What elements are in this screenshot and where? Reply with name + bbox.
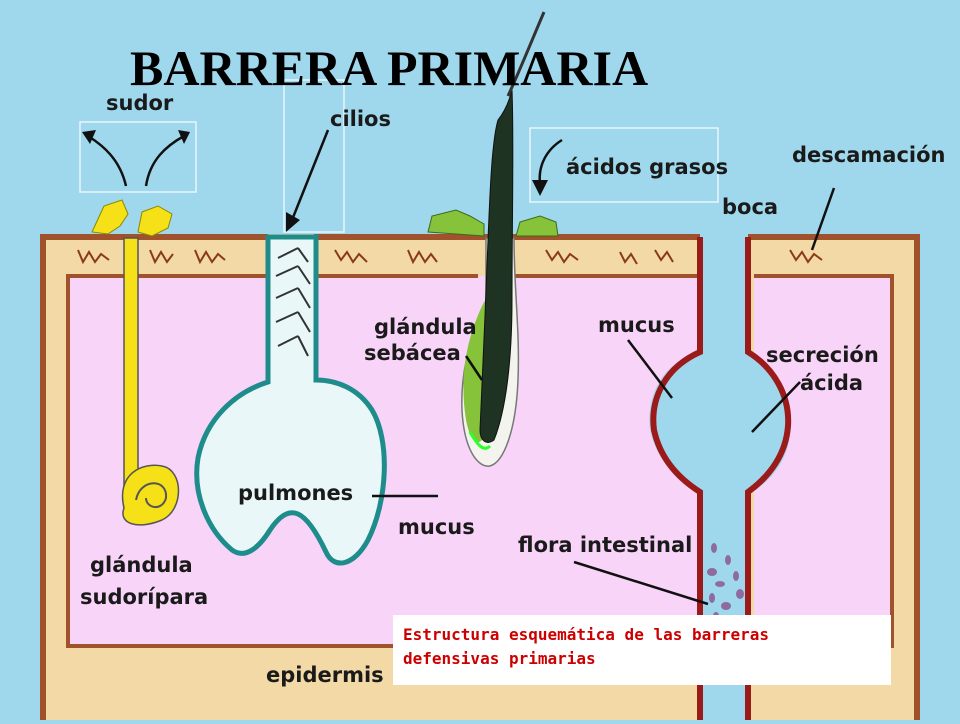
lung-shape bbox=[194, 234, 387, 566]
label-flora-intestinal: flora intestinal bbox=[518, 533, 692, 557]
label-cilios: cilios bbox=[330, 107, 391, 131]
lungs bbox=[194, 79, 387, 566]
sebaceous-gland bbox=[427, 11, 719, 467]
label-pulmones: pulmones bbox=[238, 481, 353, 505]
label-secrecion-2: ácida bbox=[800, 371, 863, 395]
fatty-acid-arrow bbox=[538, 138, 563, 185]
label-mucus-lungs: mucus bbox=[398, 515, 475, 539]
fatty-acid-arrow-box bbox=[529, 127, 719, 203]
label-sudor: sudor bbox=[106, 91, 174, 115]
label-secrecion-1: secreción bbox=[766, 343, 879, 367]
intestinal-flora bbox=[707, 543, 744, 620]
label-glandula-sebacea-1: glándula bbox=[374, 315, 477, 339]
sweat-arrow-left bbox=[87, 134, 128, 187]
diagram-title: BARRERA PRIMARIA bbox=[130, 40, 648, 96]
label-epidermis: epidermis bbox=[266, 663, 384, 687]
sweat-arrow-right bbox=[144, 134, 185, 187]
caption-box: Estructura esquemática de las barreras d… bbox=[393, 615, 891, 685]
cilia-lines bbox=[275, 247, 311, 357]
gut-wall-right bbox=[745, 237, 792, 720]
label-acidos-grasos: ácidos grasos bbox=[566, 155, 728, 179]
sweat-duct bbox=[123, 237, 139, 511]
gut-wall-left bbox=[650, 237, 703, 720]
sebum-right bbox=[515, 215, 559, 237]
cilia-arrow bbox=[290, 129, 330, 221]
label-glandula-sebacea-2: sebácea bbox=[364, 341, 461, 365]
cilia-arrow-box bbox=[283, 79, 345, 233]
sweat-coil bbox=[121, 464, 180, 526]
leader-lines bbox=[372, 187, 836, 606]
label-boca: boca bbox=[722, 195, 778, 219]
caption-line-2: defensivas primarias bbox=[403, 649, 596, 668]
label-mucus-stomach: mucus bbox=[598, 313, 675, 337]
epidermis-squiggles bbox=[77, 249, 823, 265]
label-glandula-sudoripara-1: glándula bbox=[90, 553, 193, 577]
sweat-droplet-left bbox=[91, 199, 129, 235]
stomach-lumen bbox=[649, 352, 791, 492]
sweat-arrow-box bbox=[79, 121, 197, 193]
label-descamacion: descamación bbox=[792, 143, 945, 167]
sweat-gland bbox=[79, 121, 197, 526]
hair-shaft bbox=[479, 89, 514, 443]
tissue-block bbox=[40, 234, 920, 720]
sebum-left bbox=[427, 209, 485, 237]
label-glandula-sudoripara-2: sudorípara bbox=[80, 585, 208, 609]
caption-line-1: Estructura esquemática de las barreras bbox=[403, 625, 770, 644]
sweat-droplet-right bbox=[137, 205, 173, 237]
